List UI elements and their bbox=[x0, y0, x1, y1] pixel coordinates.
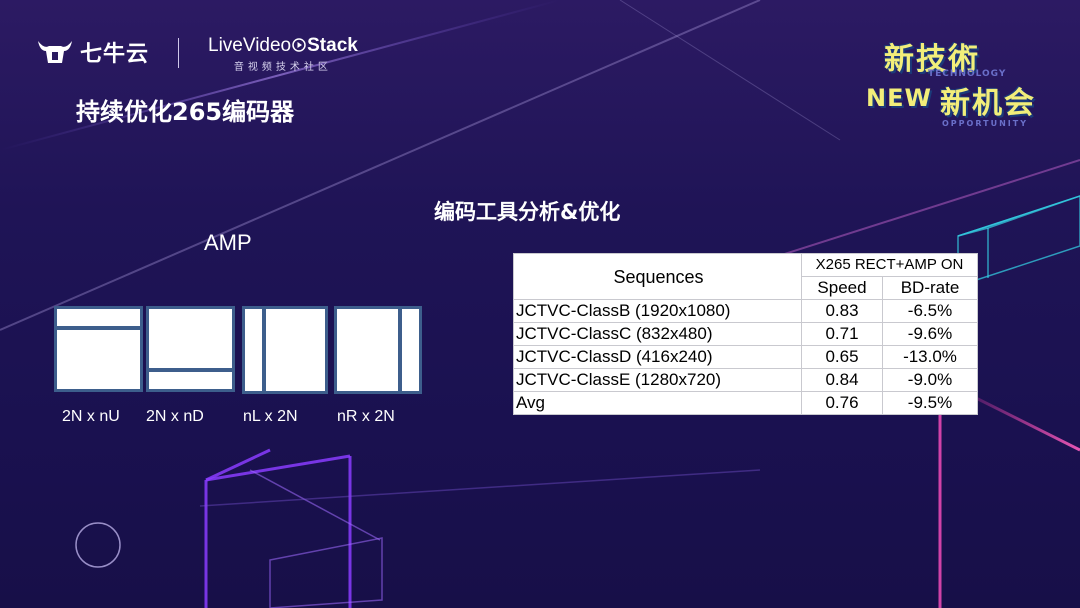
bdrate-cell: -9.6% bbox=[882, 322, 978, 346]
group-header: X265 RECT+AMP ON bbox=[801, 253, 978, 277]
brand-name: 七牛云 bbox=[80, 42, 150, 67]
table-subheader-row: Speed BD-rate bbox=[514, 276, 978, 300]
logo-middle: Video bbox=[242, 35, 292, 56]
badge-new-word: NEW bbox=[866, 84, 932, 112]
speed-cell: 0.76 bbox=[801, 391, 883, 415]
livevideostack-logo: LiveVideo Stack 音视频技术社区 bbox=[208, 35, 358, 73]
speed-header: Speed bbox=[801, 276, 883, 300]
results-table: Sequences X265 RECT+AMP ON Speed BD-rate… bbox=[513, 253, 978, 415]
seq-cell: JCTVC-ClassD (416x240) bbox=[513, 345, 802, 369]
table-row: JCTVC-ClassC (832x480) 0.71 -9.6% bbox=[513, 322, 978, 346]
partition-divider bbox=[262, 309, 266, 391]
bdrate-cell: -9.0% bbox=[882, 368, 978, 392]
badge-line1: 新技術 bbox=[884, 42, 980, 77]
table-row: JCTVC-ClassB (1920x1080) 0.83 -6.5% bbox=[513, 299, 978, 323]
partition-divider bbox=[398, 309, 402, 391]
new-tech-badge: 新技術 TECHNOLOGY NEW 新机会 OPPORTUNITY bbox=[862, 34, 1062, 130]
sequences-header: Sequences bbox=[513, 253, 802, 300]
amp-label: AMP bbox=[204, 230, 252, 255]
partition-2nxnd bbox=[146, 306, 235, 392]
seq-cell: JCTVC-ClassB (1920x1080) bbox=[513, 299, 802, 323]
speed-cell: 0.84 bbox=[801, 368, 883, 392]
partition-label: nR x 2N bbox=[337, 408, 395, 425]
logo-subtitle: 音视频技术社区 bbox=[233, 62, 332, 73]
section-title: 编码工具分析&优化 bbox=[434, 200, 621, 224]
speed-cell: 0.65 bbox=[801, 345, 883, 369]
slide-title: 持续优化265编码器 bbox=[76, 98, 295, 126]
partition-label: 2N x nU bbox=[62, 408, 120, 425]
seq-cell: JCTVC-ClassC (832x480) bbox=[513, 322, 802, 346]
partition-divider bbox=[149, 368, 232, 372]
table-row: JCTVC-ClassE (1280x720) 0.84 -9.0% bbox=[513, 368, 978, 392]
partition-nrx2n bbox=[334, 306, 422, 394]
logo-divider bbox=[178, 38, 179, 68]
badge-line2: 新机会 bbox=[940, 86, 1036, 121]
bdrate-cell: -13.0% bbox=[882, 345, 978, 369]
table-row: Avg 0.76 -9.5% bbox=[513, 391, 978, 415]
bdrate-header: BD-rate bbox=[882, 276, 978, 300]
partition-label: nL x 2N bbox=[243, 408, 298, 425]
play-icon bbox=[292, 38, 306, 52]
logo-bold: Stack bbox=[307, 35, 358, 56]
bdrate-cell: -6.5% bbox=[882, 299, 978, 323]
badge-line2-caption: OPPORTUNITY bbox=[942, 119, 1029, 128]
partition-2nxnu bbox=[54, 306, 143, 392]
bdrate-cell: -9.5% bbox=[882, 391, 978, 415]
qiniu-logo: 七牛云 bbox=[36, 36, 149, 68]
partition-label: 2N x nD bbox=[146, 408, 204, 425]
seq-cell: JCTVC-ClassE (1280x720) bbox=[513, 368, 802, 392]
table-header-row: Sequences X265 RECT+AMP ON bbox=[513, 253, 978, 300]
logo-prefix: Live bbox=[208, 35, 243, 56]
partition-nlx2n bbox=[242, 306, 328, 394]
speed-cell: 0.71 bbox=[801, 322, 883, 346]
badge-line1-caption: TECHNOLOGY bbox=[928, 69, 1007, 79]
circle-decoration bbox=[75, 522, 121, 568]
seq-cell: Avg bbox=[513, 391, 802, 415]
qiniu-bull-icon bbox=[38, 41, 72, 63]
table-row: JCTVC-ClassD (416x240) 0.65 -13.0% bbox=[513, 345, 978, 369]
speed-cell: 0.83 bbox=[801, 299, 883, 323]
partition-divider bbox=[57, 326, 140, 330]
